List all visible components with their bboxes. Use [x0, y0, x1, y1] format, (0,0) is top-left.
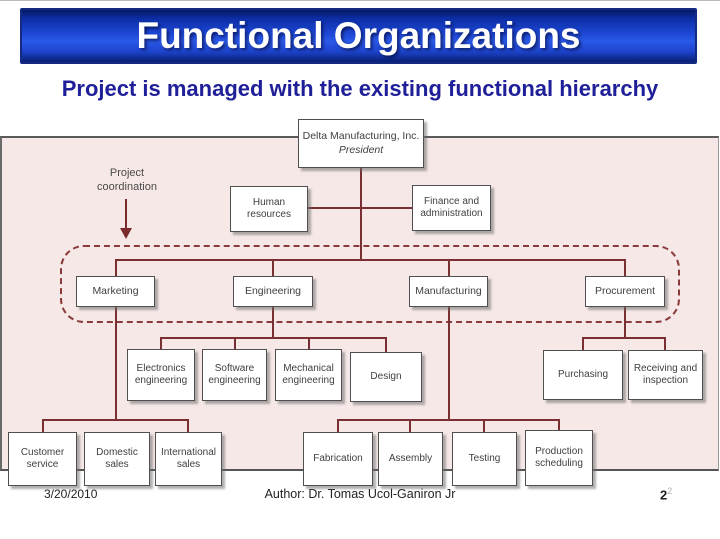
connector-marketing-down [115, 306, 117, 421]
org-box-fabrication: Fabrication [303, 432, 373, 486]
org-box-human-resources: Human resources [230, 186, 308, 232]
down-arrow-icon [120, 228, 132, 239]
manufacturing-label: Manufacturing [415, 284, 482, 297]
connector-assembly-stub [409, 419, 411, 433]
org-box-manufacturing: Manufacturing [409, 276, 488, 307]
org-box-international-sales: International sales [155, 432, 222, 486]
connector-marketing-stub [115, 259, 117, 277]
testing-label: Testing [468, 452, 501, 464]
customer-service-label: Customer service [20, 446, 65, 471]
footer-author: Author: Dr. Tomas Ucol-Ganiron Jr [264, 487, 456, 501]
connector-manufacturing-children-horizontal [337, 419, 559, 421]
connector-finance [360, 207, 413, 209]
assembly-label: Assembly [388, 452, 433, 464]
slide-subtitle: Project is managed with the existing fun… [61, 76, 659, 101]
connector-procurement-down [624, 306, 626, 339]
org-box-customer-service: Customer service [8, 432, 77, 486]
connector-engineering-stub [272, 259, 274, 277]
finance-administration-label: Finance and administration [420, 195, 483, 220]
connector-procurement-children-horizontal [582, 337, 666, 339]
connector-procurement-stub [624, 259, 626, 277]
coordination-label-line2: coordination [97, 180, 157, 193]
project-coordination-label: Project coordination [87, 167, 167, 195]
connector-customer-stub [42, 419, 44, 433]
slide-title: Functional Organizations [136, 15, 581, 56]
connector-software-stub [234, 337, 236, 350]
connector-design-stub [385, 337, 387, 353]
connector-root-vertical [360, 167, 362, 260]
human-resources-label: Human resources [247, 196, 291, 221]
down-arrow-shaft [125, 199, 127, 229]
connector-international-stub [187, 419, 189, 433]
org-box-finance-administration: Finance and administration [412, 185, 491, 231]
international-sales-label: International sales [160, 446, 217, 471]
footer-date: 3/20/2010 [44, 487, 98, 501]
production-scheduling-label: Production scheduling [535, 445, 583, 470]
connector-level2-horizontal [116, 259, 626, 261]
org-box-mechanical-engineering: Mechanical engineering [275, 349, 342, 401]
coordination-label-line1: Project [109, 167, 145, 179]
connector-receiving-stub [664, 337, 666, 351]
org-box-design: Design [350, 352, 422, 402]
org-box-electronics-engineering: Electronics engineering [127, 349, 195, 401]
connector-prodsched-stub [558, 419, 560, 431]
connector-engineering-children-horizontal [160, 337, 387, 339]
connector-purchasing-stub [582, 337, 584, 351]
org-box-engineering: Engineering [233, 276, 313, 307]
org-box-testing: Testing [452, 432, 517, 486]
org-box-president: Delta Manufacturing, Inc. President [298, 119, 424, 168]
page-number-value: 2 [660, 487, 668, 503]
connector-manufacturing-down [448, 306, 450, 421]
software-engineering-label: Software engineering [208, 362, 261, 387]
org-box-production-scheduling: Production scheduling [525, 430, 593, 486]
procurement-label: Procurement [594, 284, 656, 297]
president-company: Delta Manufacturing, Inc. [302, 130, 420, 143]
design-label: Design [370, 370, 402, 382]
coordination-dashed-boundary [60, 245, 680, 323]
org-box-procurement: Procurement [585, 276, 665, 307]
fabrication-label: Fabrication [313, 452, 363, 464]
connector-mechanical-stub [308, 337, 310, 350]
engineering-label: Engineering [244, 284, 302, 297]
title-banner: Functional Organizations [20, 8, 697, 64]
connector-marketing-children-horizontal [42, 419, 189, 421]
org-box-marketing: Marketing [76, 276, 155, 307]
mechanical-engineering-label: Mechanical engineering [282, 362, 335, 387]
purchasing-label: Purchasing [557, 368, 609, 380]
org-box-receiving-inspection: Receiving and inspection [628, 350, 703, 400]
receiving-inspection-label: Receiving and inspection [633, 362, 698, 387]
connector-fabrication-stub [337, 419, 339, 433]
domestic-sales-label: Domestic sales [96, 446, 138, 471]
president-title: President [338, 143, 384, 156]
org-box-software-engineering: Software engineering [202, 349, 267, 401]
org-box-assembly: Assembly [378, 432, 443, 486]
top-border-line [0, 0, 720, 1]
electronics-engineering-label: Electronics engineering [134, 362, 188, 387]
connector-electronics-stub [160, 337, 162, 350]
connector-testing-stub [483, 419, 485, 433]
org-box-domestic-sales: Domestic sales [84, 432, 150, 486]
connector-engineering-down [272, 306, 274, 339]
connector-manufacturing-stub [448, 259, 450, 277]
page-number-superscript: 2 [667, 486, 673, 496]
org-box-purchasing: Purchasing [543, 350, 623, 400]
connector-hr [306, 207, 362, 209]
marketing-label: Marketing [92, 284, 139, 297]
slide-page-number: 22 [660, 486, 672, 502]
